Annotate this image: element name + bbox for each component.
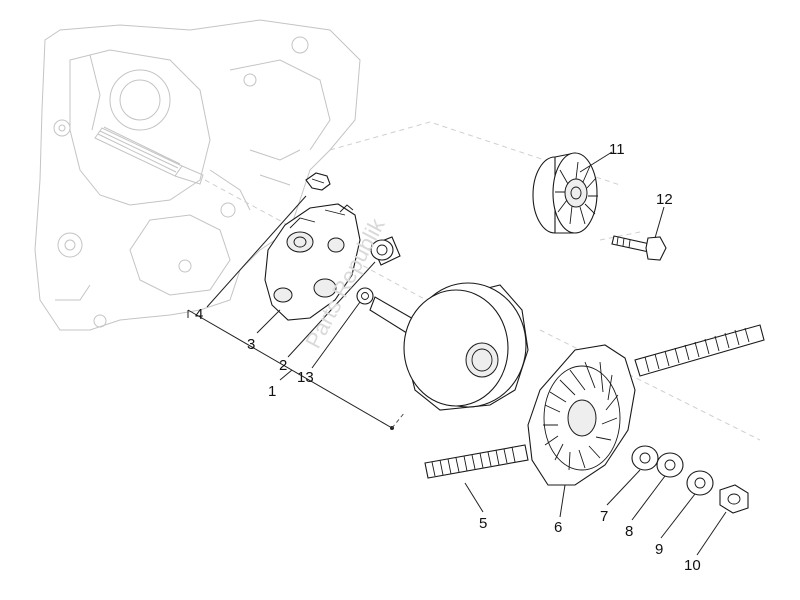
callout-5: 5: [479, 515, 487, 532]
callout-11: 11: [609, 141, 625, 158]
washer-part-7: [631, 445, 659, 471]
splined-shaft: [94, 126, 204, 185]
callout-12: 12: [656, 191, 673, 208]
callout-1: 1: [268, 383, 276, 400]
callout-3: 3: [247, 336, 255, 353]
callout-7: 7: [600, 508, 608, 525]
leader-lines: [206, 151, 727, 556]
bolt-part-12: [611, 235, 667, 261]
washer-part-9: [686, 470, 714, 496]
callout-6: 6: [554, 519, 562, 536]
idler-roller-part-11: [532, 152, 598, 234]
variator-pulley-part-1: [369, 282, 529, 411]
bushing-part-2: [370, 236, 401, 266]
cooling-fan-part-6: [527, 344, 636, 486]
callout-8: 8: [625, 523, 633, 540]
washer-part-8: [656, 452, 684, 478]
drive-belt-part-5: [424, 324, 765, 479]
cam-plate-part-3: [264, 203, 361, 321]
callout-2: 2: [279, 357, 287, 374]
clip-part-4: [305, 172, 331, 191]
callout-4: 4: [195, 306, 203, 323]
small-bushing-part-13: [356, 287, 374, 305]
callout-10: 10: [684, 557, 701, 574]
callout-9: 9: [655, 541, 663, 558]
nut-part-10: [719, 484, 749, 514]
assembly-bracket: [187, 309, 406, 430]
callout-13: 13: [297, 369, 314, 386]
engine-crankcase-outline: [34, 19, 361, 331]
